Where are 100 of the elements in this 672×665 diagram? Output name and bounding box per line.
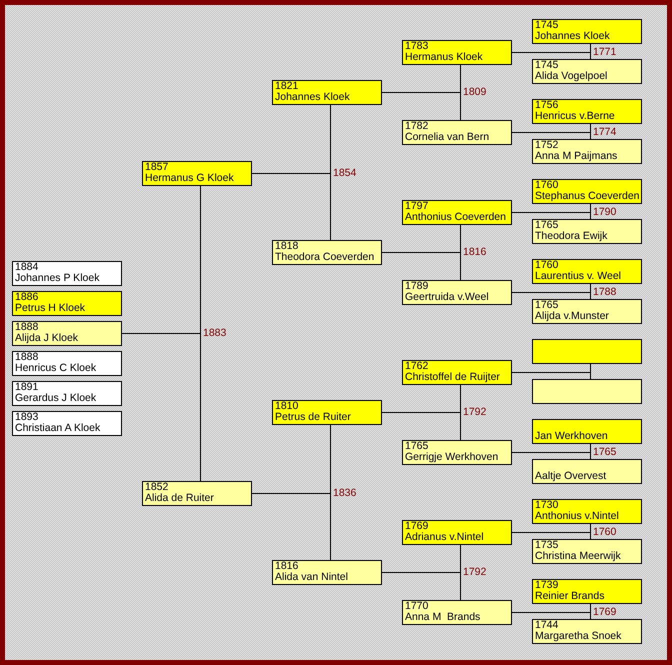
person-box <box>532 539 642 564</box>
connector-line <box>382 92 461 120</box>
person-name: Anthonius v.Nintel <box>535 511 619 522</box>
year-label: 1760 <box>535 260 558 271</box>
connector-line <box>512 132 591 140</box>
person-name: Christiaan A Kloek <box>15 423 100 434</box>
edge-label: 1760 <box>593 526 616 538</box>
person-name: Stephanus Coeverden <box>535 191 640 202</box>
year-label: 1783 <box>405 41 428 52</box>
year-label: 1735 <box>535 540 558 551</box>
edge-label: 1769 <box>593 606 616 618</box>
person-name: Henricus C Kloek <box>15 363 96 374</box>
year-label: 1752 <box>535 140 558 151</box>
person-name: Johannes Kloek <box>535 31 610 42</box>
connector-line <box>382 572 461 600</box>
year-label: 1852 <box>145 482 168 493</box>
year-label: 1770 <box>405 601 428 612</box>
person-name: Christoffel de Ruijter <box>405 372 500 383</box>
year-label: 1886 <box>15 292 38 303</box>
person-box <box>12 321 122 346</box>
person-box <box>272 400 382 425</box>
person-box <box>532 99 642 124</box>
year-label: 1821 <box>275 81 298 92</box>
year-label: 1789 <box>405 281 428 292</box>
person-box <box>402 520 512 545</box>
person-box <box>532 499 642 524</box>
connector-line <box>512 372 591 380</box>
edge-label: 1883 <box>203 327 226 339</box>
edge-label: 1774 <box>593 126 616 138</box>
person-name: Theodora Ewijk <box>535 231 608 242</box>
person-name: Petrus de Ruiter <box>275 412 351 423</box>
person-box <box>532 379 642 404</box>
year-label: 1782 <box>405 121 428 132</box>
person-name: Jan Werkhoven <box>535 431 608 442</box>
person-box <box>532 619 642 644</box>
connector-line <box>512 212 591 220</box>
person-name: Reinier Brands <box>535 591 604 602</box>
person-name: Geertruida v.Weel <box>405 292 489 303</box>
person-box <box>532 299 642 324</box>
connector-line <box>252 493 331 560</box>
year-label: 1765 <box>535 220 558 231</box>
person-box <box>532 19 642 44</box>
year-label: 1797 <box>405 201 428 212</box>
year-label: 1765 <box>535 300 558 311</box>
edge-label: 1816 <box>463 246 486 258</box>
person-name: Johannes P Kloek <box>15 273 100 284</box>
person-name: Anna M Paijmans <box>535 151 618 162</box>
person-box <box>532 59 642 84</box>
year-label: 1756 <box>535 100 558 111</box>
edge-label: 1788 <box>593 286 616 298</box>
person-box <box>532 139 642 164</box>
person-name: Alijda v.Munster <box>535 311 609 322</box>
person-box <box>402 440 512 465</box>
connector-line <box>382 412 461 440</box>
person-box <box>272 240 382 265</box>
person-box <box>532 459 642 484</box>
person-box <box>272 560 382 585</box>
year-label: 1739 <box>535 580 558 591</box>
year-label: 1893 <box>15 412 38 423</box>
year-label: 1760 <box>535 180 558 191</box>
year-label: 1810 <box>275 401 298 412</box>
person-box <box>142 481 252 506</box>
person-name: Aaltje Overvest <box>535 471 606 482</box>
year-label: 1730 <box>535 500 558 511</box>
person-box <box>12 261 122 286</box>
person-name: Alida Vogelpoel <box>535 71 608 82</box>
connector-line <box>382 252 461 280</box>
edge-label: 1792 <box>463 406 486 418</box>
person-name: Cornelia van Bern <box>405 132 490 143</box>
connector-line <box>252 173 331 240</box>
person-box <box>402 120 512 145</box>
connector-line <box>122 333 201 482</box>
person-name: Anthonius Coeverden <box>405 212 506 223</box>
edge-label: 1854 <box>333 167 356 179</box>
person-box <box>12 291 122 316</box>
year-label: 1745 <box>535 60 558 71</box>
year-label: 1857 <box>145 162 168 173</box>
year-label: 1765 <box>405 441 428 452</box>
person-name: Margaretha Snoek <box>535 631 622 642</box>
person-box <box>532 179 642 204</box>
year-label: 1744 <box>535 620 558 631</box>
year-label: 1891 <box>15 382 38 393</box>
person-name: Henricus v.Berne <box>535 111 615 122</box>
person-box <box>532 339 642 364</box>
person-name: Gerardus J Kloek <box>15 393 96 404</box>
connector-line <box>512 612 591 620</box>
connector-line <box>512 452 591 460</box>
person-name: Alida de Ruiter <box>145 493 214 504</box>
person-name: Hermanus G Kloek <box>145 173 234 184</box>
year-label: 1888 <box>15 322 38 333</box>
person-box <box>12 351 122 376</box>
person-box <box>532 419 642 444</box>
edge-label: 1792 <box>463 566 486 578</box>
person-name: Petrus H Kloek <box>15 303 86 314</box>
year-label: 1818 <box>275 241 298 252</box>
edge-label: 1809 <box>463 86 486 98</box>
edge-label: 1790 <box>593 206 616 218</box>
person-name: Theodora Coeverden <box>275 252 374 263</box>
year-label: 1888 <box>15 352 38 363</box>
person-name: Alida van Nintel <box>275 572 348 583</box>
